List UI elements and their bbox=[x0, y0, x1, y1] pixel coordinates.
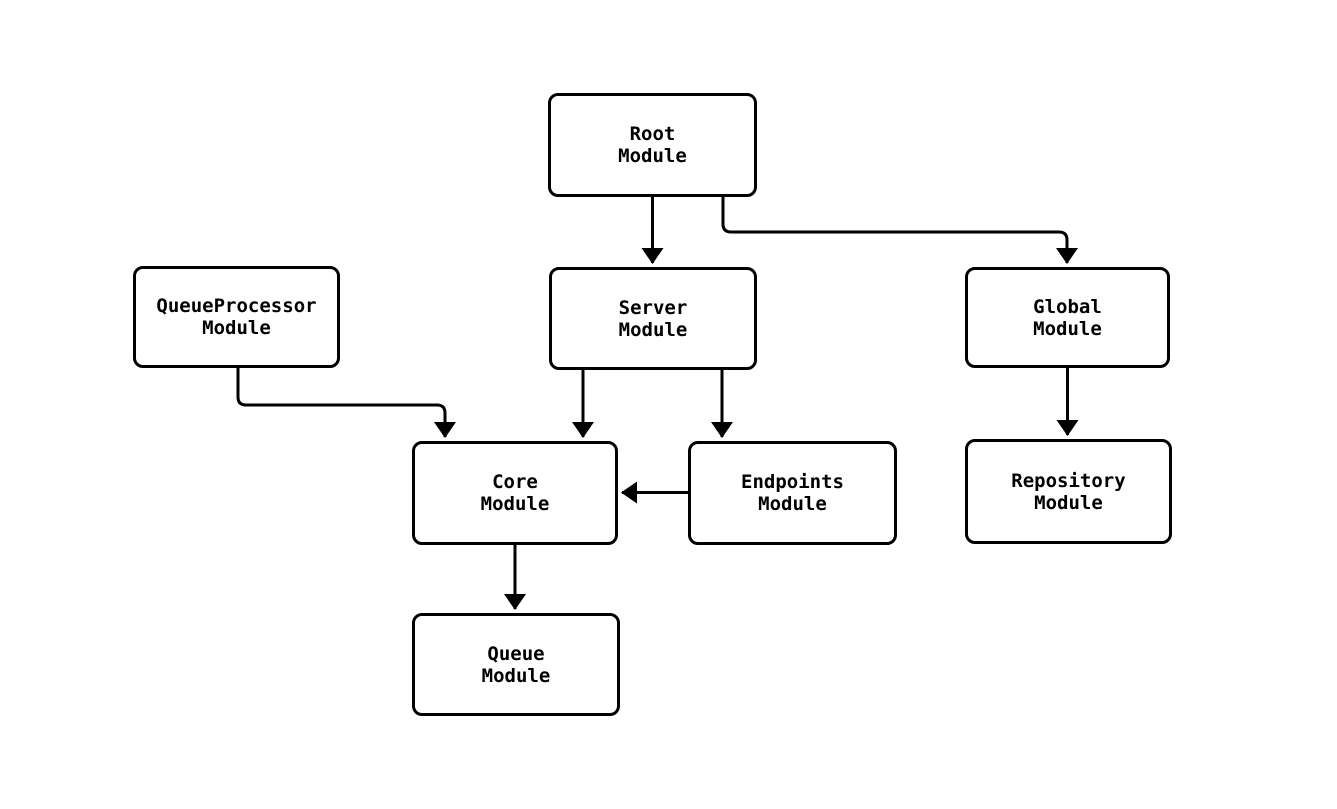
node-repository-module-label: Repository Module bbox=[1011, 469, 1126, 514]
node-queue-module-label: Queue Module bbox=[481, 642, 551, 687]
node-endpoints-module: Endpoints Module bbox=[688, 441, 897, 545]
node-endpoints-module-label: Endpoints Module bbox=[741, 471, 844, 515]
node-server-module-label: Server Module bbox=[618, 296, 688, 341]
node-queueprocessor-module: QueueProcessor Module bbox=[133, 266, 340, 368]
node-root-module-label: Root Module bbox=[618, 123, 687, 167]
node-repository-module: Repository Module bbox=[965, 439, 1172, 544]
node-core-module: Core Module bbox=[412, 441, 618, 545]
node-queue-module: Queue Module bbox=[412, 613, 620, 716]
node-global-module-label: Global Module bbox=[1033, 295, 1102, 340]
node-core-module-label: Core Module bbox=[480, 471, 550, 515]
node-root-module: Root Module bbox=[548, 93, 757, 197]
edge-queueprocessor-to-core bbox=[236, 368, 456, 438]
node-server-module: Server Module bbox=[549, 267, 757, 370]
edge-root-to-global bbox=[721, 197, 1078, 264]
node-queueprocessor-module-label: QueueProcessor Module bbox=[156, 295, 317, 339]
node-global-module: Global Module bbox=[965, 267, 1170, 368]
